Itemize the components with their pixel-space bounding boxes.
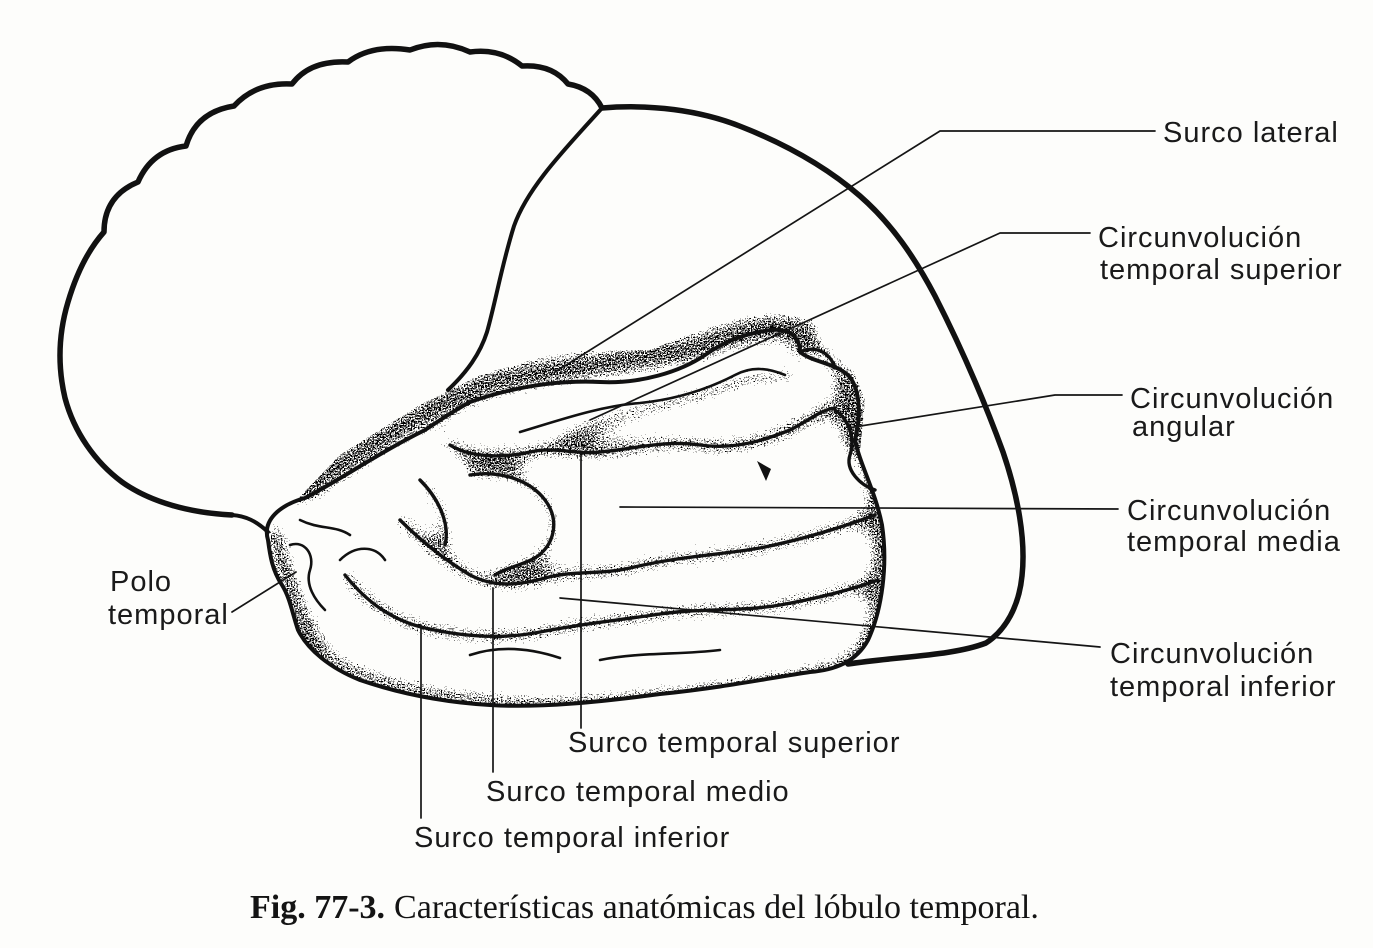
superior-temporal-gyrus-edge xyxy=(518,367,787,434)
leader-polo-temporal xyxy=(231,571,297,613)
inferior-temporal-sulcus xyxy=(343,573,880,639)
label-surco-temporal-medio: Surco temporal medio xyxy=(486,776,790,808)
leader-circ-temporal-media xyxy=(619,506,1119,510)
label-circ-angular-line2: angular xyxy=(1132,411,1236,443)
label-circ-temporal-superior-line1: Circunvolución xyxy=(1098,222,1302,254)
label-circ-temporal-inferior-line1: Circunvolución xyxy=(1110,638,1314,670)
label-circ-temporal-superior-line2: temporal superior xyxy=(1100,254,1343,286)
leader-circ-temporal-superior xyxy=(589,232,1091,421)
small-sulcus-mark xyxy=(757,461,771,481)
angular-gyrus-fold xyxy=(798,347,837,370)
caption-number: Fig. 77-3. xyxy=(250,889,385,926)
angular-gyrus-edge xyxy=(833,408,877,492)
leader-circ-angular xyxy=(847,394,1123,429)
label-surco-lateral: Surco lateral xyxy=(1163,117,1339,149)
label-circ-temporal-media-line2: temporal media xyxy=(1127,526,1341,558)
caption-text: Características anatómicas del lóbulo te… xyxy=(394,889,1039,926)
pole-wiggle-3 xyxy=(338,547,387,562)
middle-gyrus-loop xyxy=(468,472,556,577)
label-polo-temporal-line1: Polo xyxy=(110,566,172,598)
leader-circ-temporal-inferior xyxy=(559,597,1101,648)
label-polo-temporal-line2: temporal xyxy=(108,599,229,631)
hemisphere-outline xyxy=(57,41,1026,667)
temporal-lobe-outline xyxy=(264,327,887,708)
middle-temporal-sulcus xyxy=(398,513,877,586)
pole-wiggle-2 xyxy=(298,518,352,537)
pole-wiggle-1 xyxy=(288,542,327,612)
label-circ-temporal-inferior-line2: temporal inferior xyxy=(1110,671,1337,703)
label-surco-temporal-inferior: Surco temporal inferior xyxy=(414,822,730,854)
frontal-lobe-border xyxy=(446,106,604,392)
leader-surco-lateral xyxy=(554,130,1156,373)
superior-temporal-sulcus xyxy=(448,406,837,458)
pole-gyrus-curve xyxy=(418,478,448,547)
inferior-edge-fold-1 xyxy=(468,647,562,660)
label-circ-temporal-media-line1: Circunvolución xyxy=(1127,495,1331,527)
label-circ-angular-line1: Circunvolución xyxy=(1130,383,1334,415)
figure-caption: Fig. 77-3.Características anatómicas del… xyxy=(250,889,1039,926)
inferior-edge-fold-2 xyxy=(598,648,722,662)
label-surco-temporal-superior: Surco temporal superior xyxy=(568,727,900,759)
